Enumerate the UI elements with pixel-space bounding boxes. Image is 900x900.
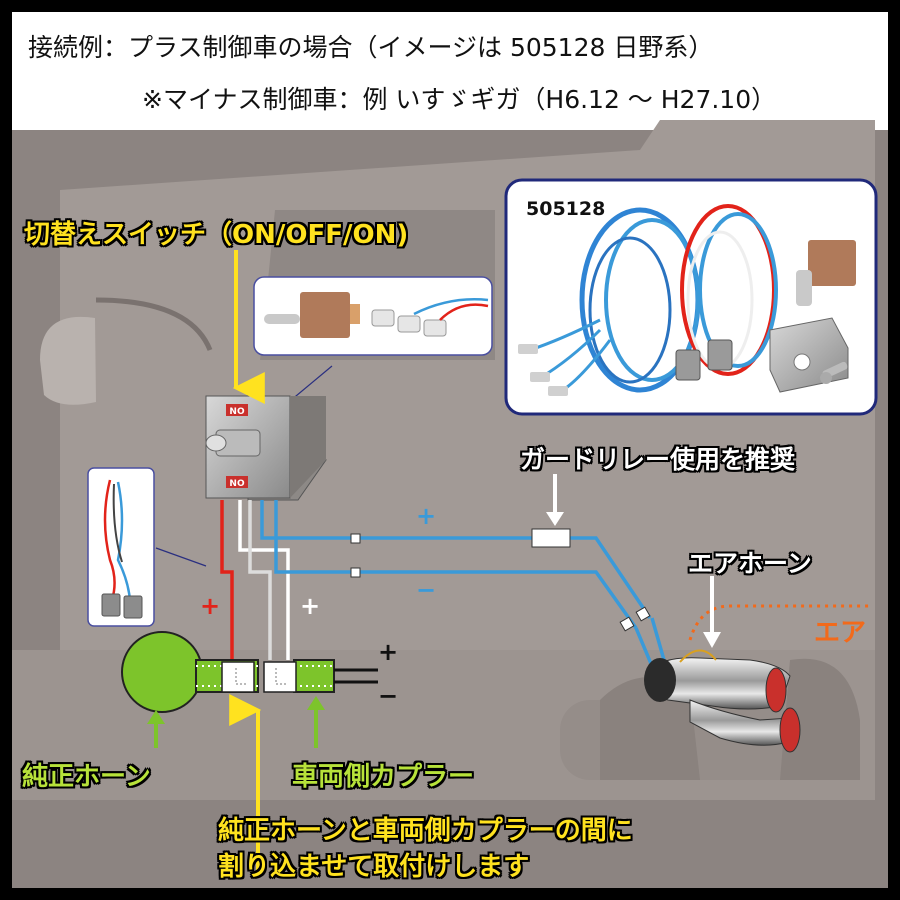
coupler-plus-sign: + (378, 638, 398, 666)
install-note-line2: 割り込ませて取付けします (218, 846, 529, 883)
coupler-closeup-inset (88, 468, 154, 626)
red-plus-sign: + (200, 592, 220, 620)
splice-marker (351, 568, 360, 577)
page-subtitle: ※マイナス制御車：例 いすゞギガ（H6.12 ～ H27.10） (142, 80, 776, 116)
switch-label: 切替えスイッチ（ON/OFF/ON) (24, 214, 408, 251)
stock-horn-label: 純正ホーン (22, 756, 151, 793)
switch-face-bottom-label: NO (229, 479, 245, 489)
product-code-label: 505128 (526, 198, 605, 220)
mirror-shape (40, 317, 96, 405)
coupler-label: 車両側カプラー (292, 756, 474, 793)
install-note-line1: 純正ホーンと車両側カプラーの間に (218, 810, 633, 847)
blue-minus-sign: − (416, 576, 436, 604)
guard-relay-box (532, 529, 570, 547)
air-label: エア (814, 612, 866, 649)
relay-label: ガードリレー使用を推奨 (520, 440, 795, 476)
page-title: 接続例：プラス制御車の場合（イメージは 505128 日野系） (28, 28, 713, 64)
switch-face-top-label: NO (229, 407, 245, 417)
air-horn-label: エアホーン (688, 544, 812, 580)
switch-closeup-inset (254, 277, 492, 355)
blue-plus-sign: + (416, 502, 436, 530)
toggle-switch-graphic (206, 396, 326, 500)
white-plus-sign: + (300, 592, 320, 620)
coupler-minus-sign: − (378, 682, 398, 710)
splice-marker (351, 534, 360, 543)
